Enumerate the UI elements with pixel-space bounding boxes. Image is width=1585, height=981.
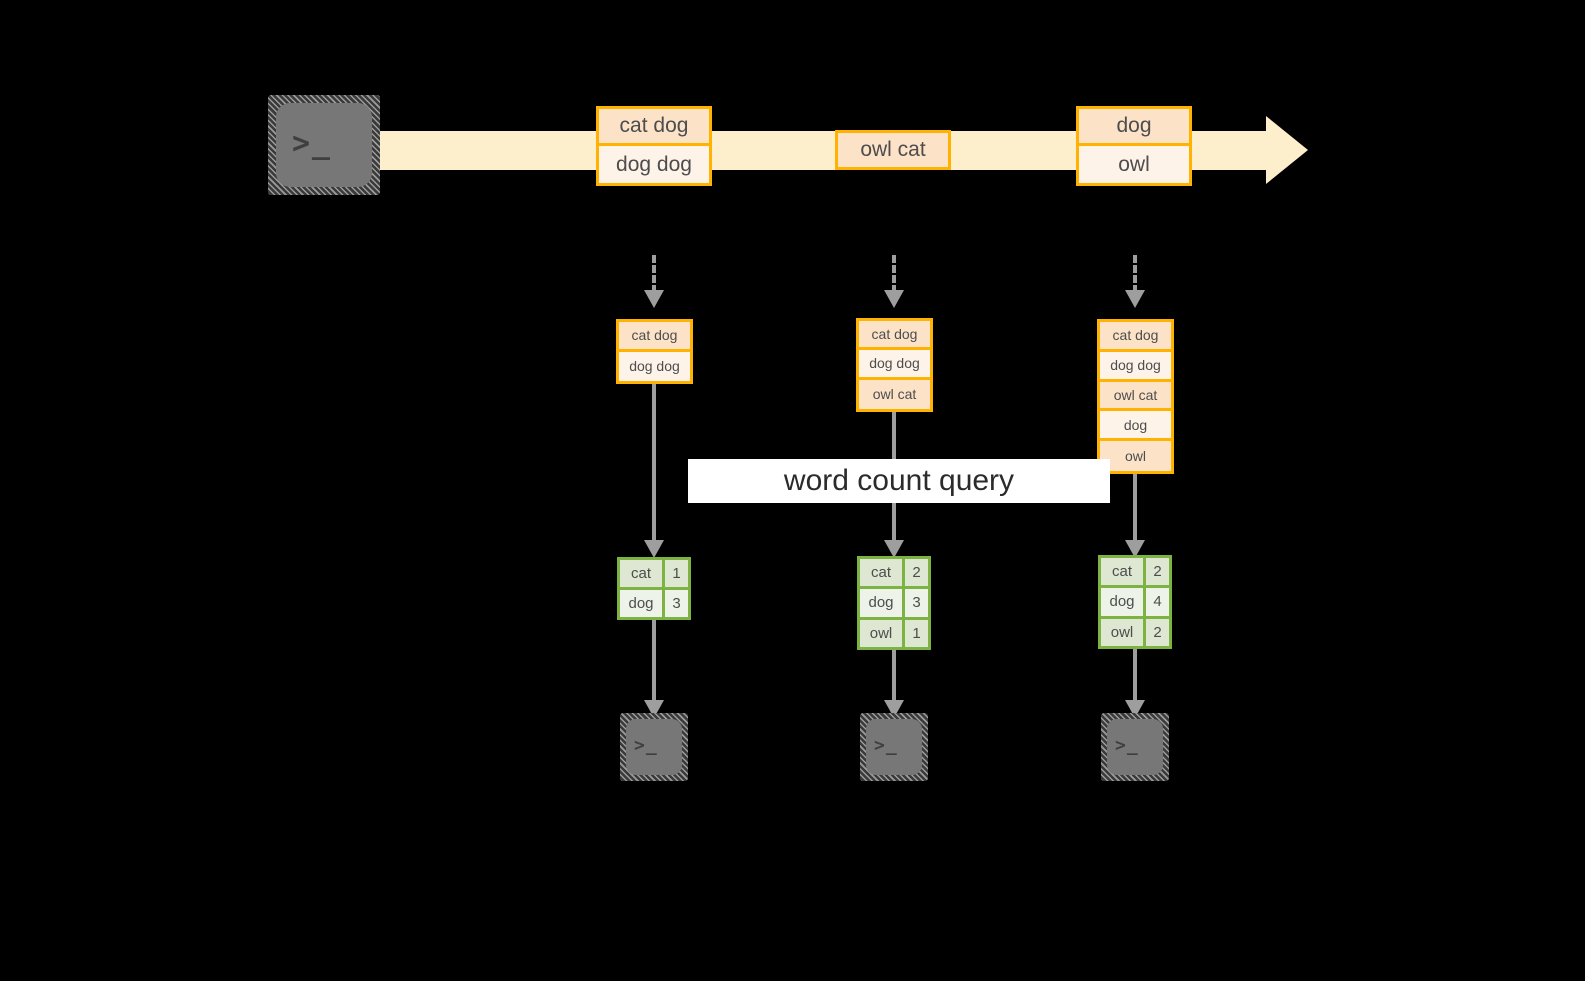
- snapshot-3-sink-terminal-icon[interactable]: >_: [1101, 713, 1169, 781]
- terminal-prompt-glyph: >_: [1115, 735, 1139, 756]
- snapshot-2-sink-line: [892, 650, 896, 702]
- result-word-cell: owl: [860, 619, 905, 647]
- terminal-body: [1107, 719, 1163, 775]
- snapshot-3-query-arrowhead: [1125, 540, 1145, 558]
- table-row: owl 1: [860, 619, 928, 647]
- stream-band-arrowhead: [1266, 116, 1308, 184]
- terminal-body: [276, 103, 372, 187]
- snapshot-3-trigger-arrowhead: [1125, 290, 1145, 308]
- result-count-cell: 2: [1146, 558, 1169, 586]
- snapshot-input-line: dog: [1100, 411, 1171, 442]
- result-word-cell: dog: [620, 590, 665, 617]
- snapshot-3-input-table[interactable]: cat dog dog dog owl cat dog owl: [1097, 319, 1174, 474]
- stream-record-batch-3[interactable]: dog owl: [1076, 106, 1192, 186]
- stream-record-line: cat dog: [599, 109, 709, 146]
- table-row: owl 2: [1101, 618, 1169, 646]
- result-count-cell: 3: [905, 589, 928, 617]
- snapshot-3-trigger-line: [1133, 255, 1137, 293]
- terminal-prompt-glyph: >_: [874, 735, 898, 756]
- result-count-cell: 1: [665, 560, 688, 587]
- result-word-cell: cat: [860, 559, 905, 587]
- table-row: cat 2: [1101, 558, 1169, 589]
- stream-record-batch-1[interactable]: cat dog dog dog: [596, 106, 712, 186]
- result-count-cell: 1: [905, 619, 928, 647]
- snapshot-2-sink-terminal-icon[interactable]: >_: [860, 713, 928, 781]
- table-row: dog 3: [620, 590, 688, 617]
- snapshot-2-trigger-arrowhead: [884, 290, 904, 308]
- snapshot-input-line: dog dog: [859, 350, 930, 380]
- result-word-cell: owl: [1101, 618, 1146, 646]
- terminal-prompt-glyph: >_: [292, 126, 332, 161]
- snapshot-2-result-table[interactable]: cat 2 dog 3 owl 1: [857, 556, 931, 650]
- source-terminal-icon[interactable]: >_: [268, 95, 380, 195]
- snapshot-input-line: owl cat: [1100, 381, 1171, 412]
- result-count-cell: 3: [665, 590, 688, 617]
- snapshot-input-line: cat dog: [1100, 322, 1171, 352]
- snapshot-1-query-line: [652, 384, 656, 542]
- query-label: word count query: [783, 464, 1015, 497]
- snapshot-input-line: owl: [1100, 441, 1171, 471]
- query-label-band: word count query: [688, 459, 1110, 503]
- result-count-cell: 2: [905, 559, 928, 587]
- snapshot-1-sink-line: [652, 620, 656, 702]
- snapshot-input-line: dog dog: [1100, 351, 1171, 382]
- stream-record-batch-2[interactable]: owl cat: [835, 130, 951, 170]
- snapshot-1-query-arrowhead: [644, 540, 664, 558]
- snapshot-1-input-table[interactable]: cat dog dog dog: [616, 319, 693, 384]
- table-row: cat 2: [860, 559, 928, 590]
- result-word-cell: cat: [1101, 558, 1146, 586]
- snapshot-1-trigger-line: [652, 255, 656, 293]
- snapshot-3-sink-line: [1133, 649, 1137, 702]
- snapshot-3-result-table[interactable]: cat 2 dog 4 owl 2: [1098, 555, 1172, 649]
- snapshot-3-query-line: [1133, 474, 1137, 542]
- table-row: dog 3: [860, 589, 928, 620]
- snapshot-input-line: owl cat: [859, 379, 930, 409]
- stream-record-line: dog dog: [599, 146, 709, 183]
- snapshot-1-trigger-arrowhead: [644, 290, 664, 308]
- snapshot-2-query-arrowhead: [884, 540, 904, 558]
- stream-record-line: owl: [1079, 146, 1189, 183]
- snapshot-2-trigger-line: [892, 255, 896, 293]
- snapshot-input-line: dog dog: [619, 351, 690, 381]
- result-count-cell: 4: [1146, 588, 1169, 616]
- snapshot-input-line: cat dog: [859, 321, 930, 351]
- table-row: dog 4: [1101, 588, 1169, 619]
- result-word-cell: cat: [620, 560, 665, 587]
- stream-record-line: dog: [1079, 109, 1189, 146]
- table-row: cat 1: [620, 560, 688, 590]
- result-word-cell: dog: [860, 589, 905, 617]
- terminal-body: [866, 719, 922, 775]
- result-count-cell: 2: [1146, 618, 1169, 646]
- stream-record-line: owl cat: [838, 133, 948, 167]
- snapshot-2-input-table[interactable]: cat dog dog dog owl cat: [856, 318, 933, 412]
- snapshot-input-line: cat dog: [619, 322, 690, 352]
- terminal-body: [626, 719, 682, 775]
- snapshot-1-result-table[interactable]: cat 1 dog 3: [617, 557, 691, 620]
- snapshot-1-sink-terminal-icon[interactable]: >_: [620, 713, 688, 781]
- result-word-cell: dog: [1101, 588, 1146, 616]
- terminal-prompt-glyph: >_: [634, 735, 658, 756]
